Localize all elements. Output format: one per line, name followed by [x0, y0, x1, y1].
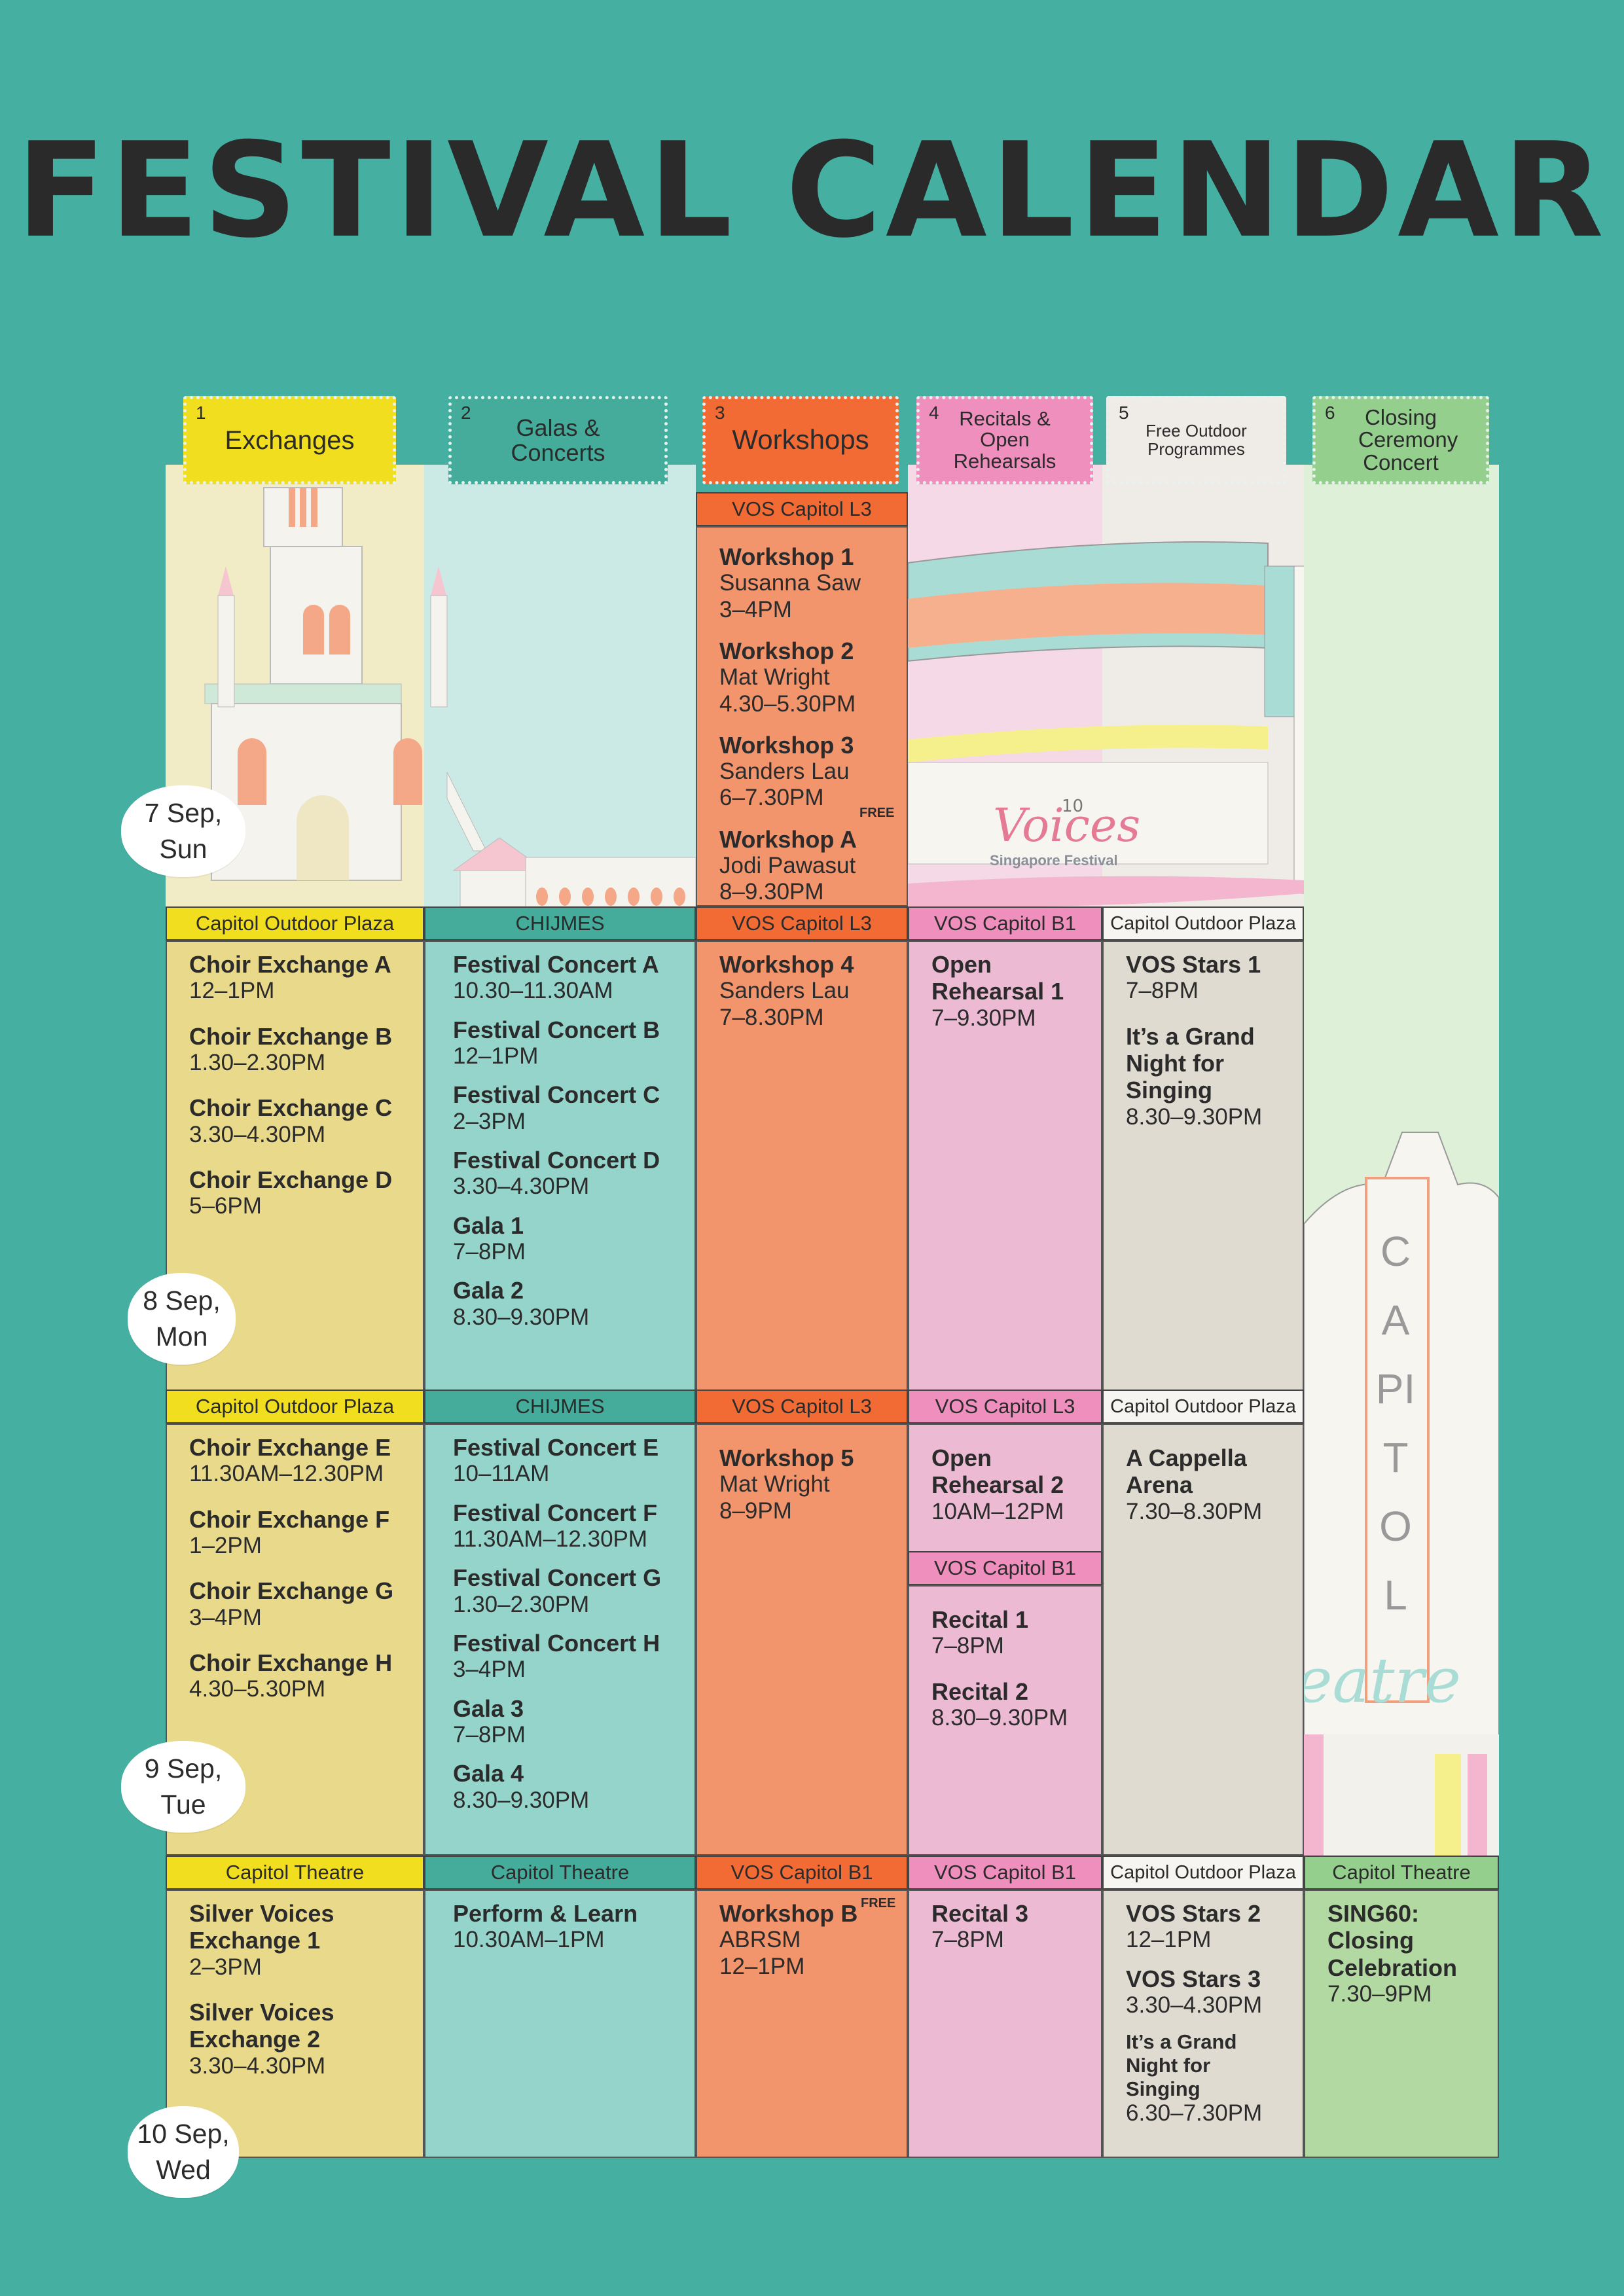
page-title: FESTIVAL CALENDAR [16, 115, 1608, 267]
day4-closing-venue: Capitol Theatre [1304, 1856, 1499, 1890]
day2-workshops-venue: VOS Capitol L3 [696, 906, 908, 941]
day4-galas-venue: Capitol Theatre [424, 1856, 696, 1890]
day3-recitals-venue-b: VOS Capitol B1 [908, 1551, 1102, 1585]
free-badge: FREE [859, 806, 895, 820]
capitol-building-illustration: Voices 10 Singapore Festival [908, 541, 1304, 906]
svg-text:10: 10 [1062, 797, 1083, 816]
day3-outdoor-venue: Capitol Outdoor Plaza [1102, 1390, 1304, 1424]
day2-galas-venue: CHIJMES [424, 906, 696, 941]
svg-text:Voices: Voices [993, 798, 1140, 852]
capitol-theatre-sign-illustration: Theatre [1304, 1132, 1499, 1856]
free-badge: FREE [861, 1896, 896, 1910]
capitol-vertical-sign: CAPITOL [1375, 1228, 1416, 1619]
date-bubble-9-sep: 9 Sep, Tue [121, 1741, 245, 1833]
day4-outdoor-venue: Capitol Outdoor Plaza [1102, 1856, 1304, 1890]
cathedral-illustration [204, 487, 696, 906]
day4-workshops-venue: VOS Capitol B1 [696, 1856, 908, 1890]
day3-galas-venue: CHIJMES [424, 1390, 696, 1424]
day2-outdoor-venue: Capitol Outdoor Plaza [1102, 906, 1304, 941]
day3-workshops-venue: VOS Capitol L3 [696, 1390, 908, 1424]
day2-recitals-venue: VOS Capitol B1 [908, 906, 1102, 941]
day2-exchanges-venue: Capitol Outdoor Plaza [166, 906, 424, 941]
date-bubble-10-sep: 10 Sep, Wed [128, 2106, 239, 2198]
day3-exchanges-venue: Capitol Outdoor Plaza [166, 1390, 424, 1424]
date-bubble-8-sep: 8 Sep, Mon [128, 1273, 236, 1365]
svg-text:Theatre: Theatre [1304, 1645, 1461, 1717]
date-bubble-7-sep: 7 Sep, Sun [121, 785, 245, 877]
day4-recitals-venue: VOS Capitol B1 [908, 1856, 1102, 1890]
svg-text:Singapore Festival: Singapore Festival [990, 852, 1118, 869]
day4-exchanges-venue: Capitol Theatre [166, 1856, 424, 1890]
day3-recitals-venue-a: VOS Capitol L3 [908, 1390, 1102, 1424]
day1-workshops-venue: VOS Capitol L3 [696, 492, 908, 526]
